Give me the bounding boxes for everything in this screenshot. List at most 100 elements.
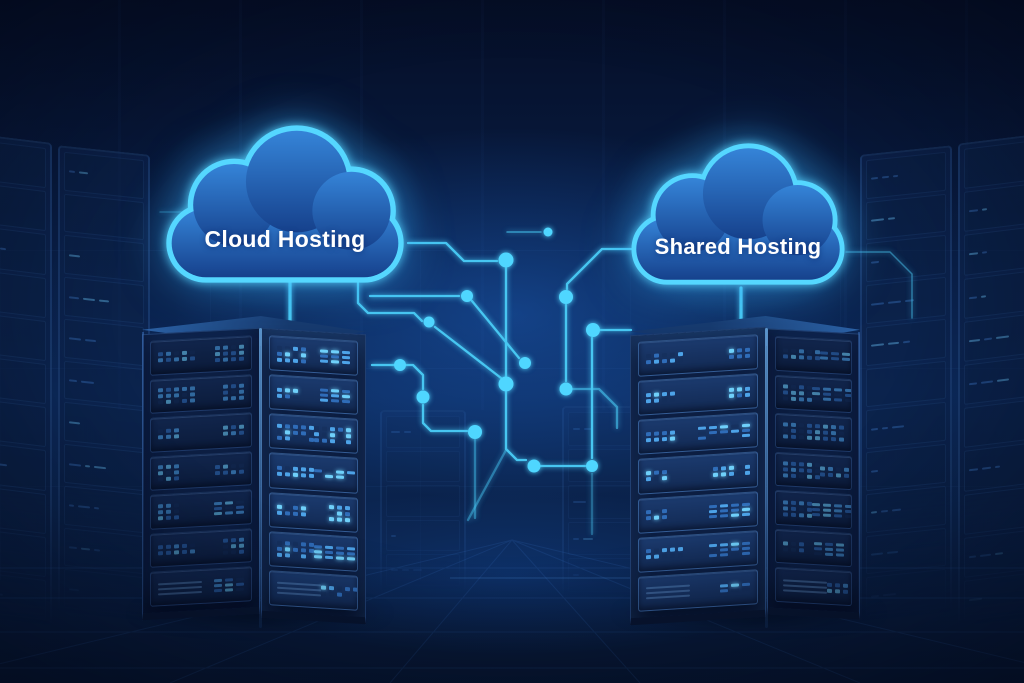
led-dot [737,471,742,476]
led-dot [729,465,734,471]
led-dot [731,588,739,593]
led-dot [231,431,236,436]
led-dot [301,542,306,547]
led-dot [345,506,350,511]
led-dot [301,358,306,364]
led-cluster [277,465,314,479]
led-dot [670,397,675,402]
led-dot [320,388,328,393]
led-dot [174,351,179,356]
led-cluster [720,583,750,594]
led-dot [158,387,163,393]
led-dot [223,357,228,363]
led-dot [329,517,334,522]
led-dot [662,430,667,436]
led-cluster [277,345,306,364]
rack-right-front-face [630,326,766,626]
led-dot [174,476,179,481]
led-cluster [783,461,820,480]
led-dot [670,547,675,553]
led-dot [783,434,788,440]
led-dot [285,541,290,546]
led-dot [166,399,171,404]
led-dot [166,550,171,556]
led-dot [742,429,750,433]
led-dot [646,359,651,364]
cloud-icon [166,125,404,283]
led-dot [338,427,343,432]
server-unit [150,489,252,530]
led-dot [720,425,728,429]
led-dot [745,470,750,476]
server-unit [638,334,758,377]
led-dot [807,355,812,361]
led-dot [654,470,659,475]
led-dot [330,426,335,432]
led-dot [342,350,350,355]
led-dot [314,549,322,554]
led-cluster [215,344,244,363]
led-dot [812,513,820,517]
led-cluster [158,386,195,405]
led-dot [293,505,298,511]
led-cluster [277,504,306,517]
server-unit [638,529,758,573]
vent-bar [277,587,321,592]
led-dot [190,398,195,403]
led-dot [215,346,220,351]
led-dot [182,392,187,397]
led-dot [737,465,742,470]
led-dot [166,464,171,469]
led-dot [285,505,290,510]
led-cluster [709,502,750,518]
vent-bar [646,589,690,595]
led-dot [791,461,796,467]
server-unit [638,490,758,534]
led-cluster [820,466,852,479]
led-dot [720,552,728,557]
led-dot [225,501,233,505]
led-dot [293,553,298,559]
led-dot [835,582,840,588]
led-dot [158,465,163,470]
led-dot [236,510,244,515]
led-dot [670,352,675,357]
led-dot [239,350,244,356]
led-dot [293,541,298,547]
led-cluster [277,387,298,399]
led-dot [799,391,804,396]
led-dot [166,515,171,520]
led-dot [646,353,651,358]
led-dot [342,394,350,399]
led-dot [709,543,717,548]
led-dot [823,424,828,430]
led-dot [330,432,335,438]
led-dot [236,577,244,582]
server-unit [150,566,252,607]
led-dot [277,540,282,546]
vent-bar [277,582,321,587]
led-dot [731,513,739,517]
server-unit [150,528,252,569]
led-dot [812,503,820,507]
led-dot [337,511,342,516]
led-dot [654,476,659,481]
led-dot [670,358,675,363]
led-dot [347,476,355,480]
server-unit [269,413,358,455]
led-cluster [320,388,350,404]
vent-slats [277,582,321,597]
led-dot [799,512,804,518]
led-dot [783,511,788,517]
led-dot [654,548,659,554]
led-cluster [320,349,350,365]
led-dot [662,352,667,357]
led-dot [814,541,822,546]
led-dot [729,393,734,398]
led-dot [843,583,848,588]
led-dot [654,509,659,514]
led-dot [783,396,788,401]
led-dot [190,356,195,361]
led-dot [158,477,163,482]
led-dot [662,469,667,475]
